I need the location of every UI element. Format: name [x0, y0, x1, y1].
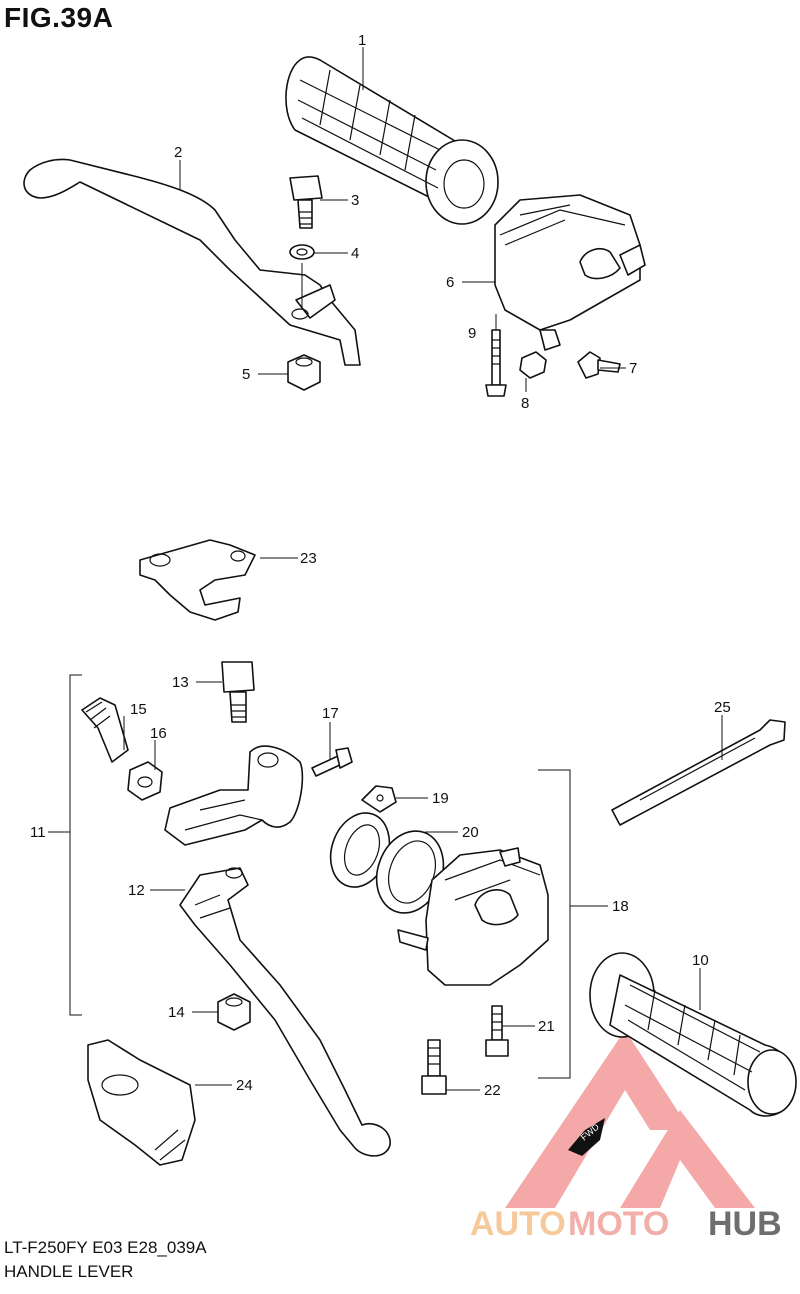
watermark-triangle-right — [620, 1110, 755, 1208]
part-21-screw[interactable] — [485, 1005, 509, 1057]
callout-1[interactable]: 1 — [358, 32, 366, 49]
callout-20[interactable]: 20 — [462, 824, 479, 841]
callout-19[interactable]: 19 — [432, 790, 449, 807]
part-13-pivot-bolt[interactable] — [221, 661, 255, 723]
part-15-adjuster[interactable] — [81, 697, 129, 763]
watermark-text-moto: MOTO — [568, 1205, 669, 1243]
callout-2[interactable]: 2 — [174, 144, 182, 161]
figure-title: FIG.39A — [4, 2, 114, 33]
leader-lines — [123, 47, 723, 1091]
callout-21[interactable]: 21 — [538, 1018, 555, 1035]
part-14-nut[interactable] — [217, 993, 251, 1031]
callout-22[interactable]: 22 — [484, 1082, 501, 1099]
part-17-screw[interactable] — [311, 747, 353, 777]
part-25-clamp[interactable] — [611, 719, 786, 826]
part-20-throttle-ring[interactable] — [321, 805, 455, 923]
callout-5[interactable]: 5 — [242, 366, 250, 383]
callout-16[interactable]: 16 — [150, 725, 167, 742]
watermark-text: AUTO MOTO HUB — [470, 1205, 782, 1243]
part-8-nut[interactable] — [519, 351, 547, 379]
callout-7[interactable]: 7 — [629, 360, 637, 377]
callout-13[interactable]: 13 — [172, 674, 189, 691]
part-23-bracket[interactable] — [139, 539, 256, 621]
callout-25[interactable]: 25 — [714, 699, 731, 716]
part-4-washer[interactable] — [289, 244, 315, 260]
callout-23[interactable]: 23 — [300, 550, 317, 567]
callout-6[interactable]: 6 — [446, 274, 454, 291]
callout-11[interactable]: 11 — [30, 824, 46, 841]
callout-18[interactable]: 18 — [612, 898, 629, 915]
watermark-text-hub: HUB — [708, 1205, 782, 1243]
callout-24[interactable]: 24 — [236, 1077, 253, 1094]
part-19-clip[interactable] — [361, 785, 397, 813]
callout-15[interactable]: 15 — [130, 701, 147, 718]
part-3-pivot-bolt[interactable] — [289, 175, 323, 229]
part-24-cover[interactable] — [87, 1039, 196, 1166]
bracket-11 — [69, 674, 82, 1016]
watermark-text-auto: AUTO — [470, 1205, 566, 1243]
callout-8[interactable]: 8 — [521, 395, 529, 412]
part-6-lever-holder[interactable] — [494, 194, 646, 351]
callout-3[interactable]: 3 — [351, 192, 359, 209]
callout-17[interactable]: 17 — [322, 705, 339, 722]
part-2-lever[interactable] — [23, 158, 361, 366]
part-11-lever-holder[interactable] — [164, 745, 304, 846]
callout-numbers: 1 2 3 4 5 6 7 8 9 10 11 12 13 14 15 16 1… — [30, 32, 731, 1099]
bracket-18 — [538, 769, 571, 1079]
watermark-logo — [505, 1030, 755, 1208]
part-18-switch-assy[interactable] — [397, 847, 549, 986]
part-10-grip[interactable] — [589, 952, 797, 1117]
callout-14[interactable]: 14 — [168, 1004, 185, 1021]
figure-code: LT-F250FY E03 E28_039A — [4, 1238, 207, 1257]
part-16-lock-nut[interactable] — [127, 761, 163, 801]
callout-10[interactable]: 10 — [692, 952, 709, 969]
part-7-screw[interactable] — [577, 351, 621, 379]
part-5-nut[interactable] — [287, 354, 321, 391]
watermark-triangle-left — [505, 1030, 690, 1208]
part-12-lever[interactable] — [179, 867, 391, 1157]
callout-12[interactable]: 12 — [128, 882, 145, 899]
part-9-bolt[interactable] — [485, 329, 507, 397]
part-22-screw[interactable] — [421, 1039, 447, 1095]
callout-9[interactable]: 9 — [468, 325, 476, 342]
part-1-grip[interactable] — [285, 56, 499, 225]
figure-name: HANDLE LEVER — [4, 1262, 134, 1281]
callout-4[interactable]: 4 — [351, 245, 359, 262]
